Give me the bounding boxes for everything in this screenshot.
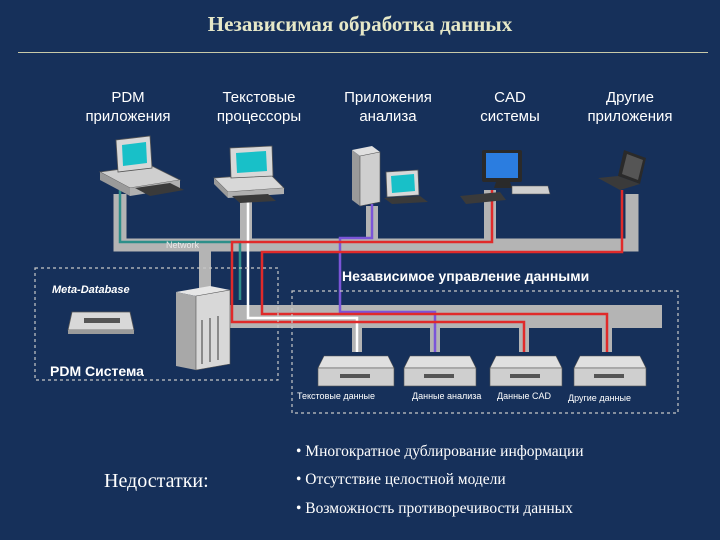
data-management-boundary <box>291 290 679 414</box>
data-store-label-other: Другие данные <box>568 393 631 403</box>
app-label-pdm: PDM приложения <box>85 89 171 125</box>
link-teal <box>118 190 242 300</box>
data-store-label-analysis: Данные анализа <box>412 391 482 401</box>
data-store-cad-icon <box>489 355 563 387</box>
laptop-icon <box>598 150 646 190</box>
link-purple <box>338 204 437 352</box>
drawback-item: • Многократное дублирование информации <box>296 443 584 460</box>
slide-title: Независимая обработка данных <box>207 12 513 36</box>
meta-database-server-icon <box>67 311 135 334</box>
app-label-analysis: Приложения анализа <box>344 89 432 125</box>
analysis-workstation-icon <box>352 146 428 207</box>
data-store-analysis-icon <box>403 355 477 387</box>
data-store-label-cad: Данные CAD <box>497 391 552 401</box>
drawback-item: • Возможность противоречивости данных <box>296 500 573 517</box>
meta-database-label: Meta-Database <box>52 284 130 296</box>
app-label-other: Другие приложения <box>587 89 673 125</box>
title-divider <box>18 52 708 53</box>
app-label-cad: CAD системы <box>480 89 540 125</box>
data-store-text-icon <box>317 355 395 387</box>
data-management-title: Независимое управление данными <box>342 268 590 284</box>
pdm-workstation-icon <box>98 135 184 196</box>
pdm-system-label: PDM Система <box>50 363 144 379</box>
app-label-text-processors: Текстовые процессоры <box>216 89 302 125</box>
link-white <box>246 192 359 352</box>
link-red-cad <box>230 190 526 352</box>
pdm-system-boundary <box>34 267 279 381</box>
drawbacks-title: Недостатки: <box>104 470 209 492</box>
drawback-item: • Отсутствие целостной модели <box>296 471 506 488</box>
cad-workstation-icon <box>460 150 551 204</box>
link-red-other <box>260 190 624 352</box>
network-label: Network <box>166 240 200 250</box>
data-store-other-icon <box>573 355 647 387</box>
data-store-label-text: Текстовые данные <box>297 391 375 401</box>
text-processor-workstation-icon <box>213 145 285 203</box>
pdm-server-tower-icon <box>176 286 231 371</box>
